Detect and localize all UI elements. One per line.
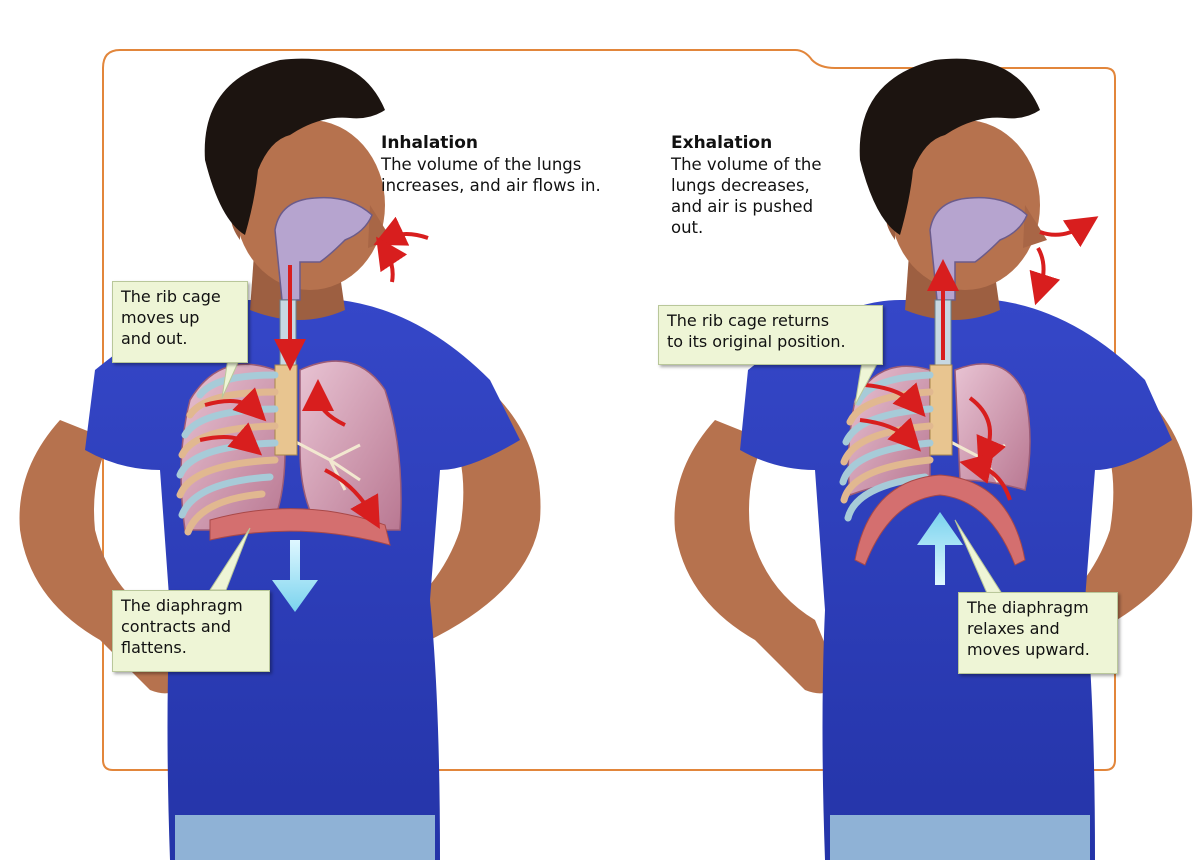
inhalation-title: Inhalation <box>381 132 641 154</box>
exhalation-title: Exhalation <box>671 132 871 154</box>
exhale-nose-arrow-1 <box>1040 225 1085 235</box>
exhalation-description: The volume of the lungs decreases, and a… <box>671 154 871 238</box>
jeans <box>830 815 1090 860</box>
exhalation-rib-callout: The rib cage returns to its original pos… <box>658 305 883 365</box>
inhalation-heading: Inhalation The volume of the lungs incre… <box>381 132 641 196</box>
exhalation-heading: Exhalation The volume of the lungs decre… <box>671 132 871 238</box>
inhalation-description: The volume of the lungs increases, and a… <box>381 154 641 196</box>
exhalation-diaphragm-callout: The diaphragm relaxes and moves upward. <box>958 592 1118 674</box>
inhale-nose-arrow-1 <box>388 234 428 238</box>
inhalation-diaphragm-callout: The diaphragm contracts and flattens. <box>112 590 270 672</box>
jeans <box>175 815 435 860</box>
exhale-nose-arrow-2 <box>1038 248 1044 290</box>
inhale-nose-arrow-2 <box>385 250 393 282</box>
inhalation-rib-callout: The rib cage moves up and out. <box>112 281 248 363</box>
